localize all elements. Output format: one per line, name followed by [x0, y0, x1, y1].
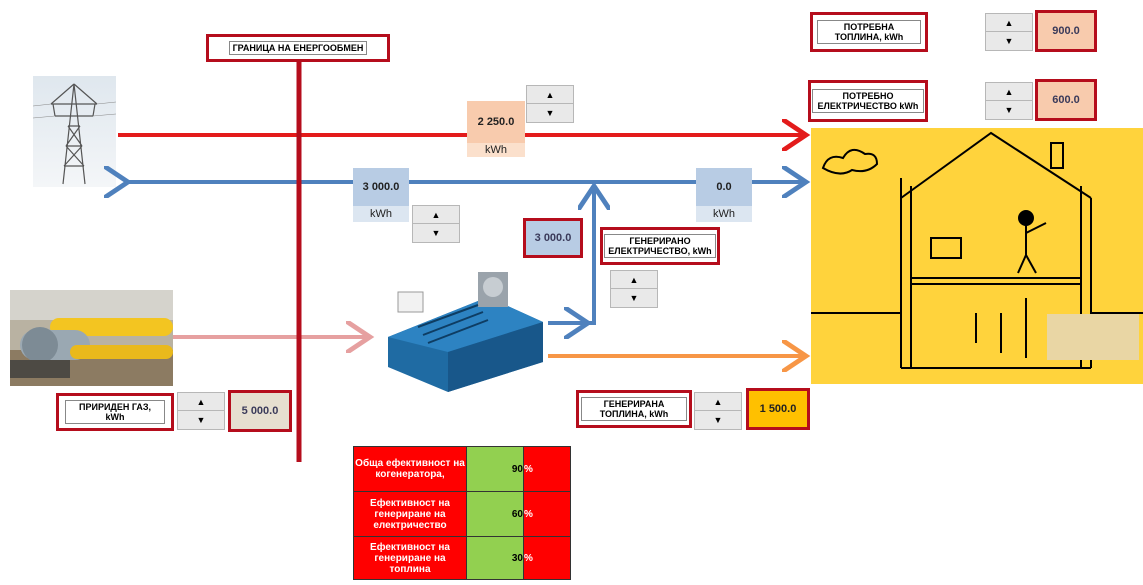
exchange-boundary-label: ГРАНИЦА НА ЕНЕРГООБМЕН: [206, 34, 390, 62]
efficiency-label: Обща ефективност на когенератора,: [353, 446, 467, 492]
grid-supply-unit: kWh: [467, 143, 525, 157]
gas-pipeline-image: [10, 290, 173, 386]
natural-gas-spinner[interactable]: ▲ ▼: [177, 392, 225, 430]
electricity-required-value[interactable]: 600.0: [1035, 79, 1097, 121]
spinner-up-icon[interactable]: ▲: [178, 393, 224, 411]
generated-electricity-text: ГЕНЕРИРАНО ЕЛЕКТРИЧЕСТВО, kWh: [604, 234, 716, 258]
efficiency-unit: %: [523, 536, 571, 580]
generated-electricity-value[interactable]: 3 000.0: [523, 218, 583, 258]
grid-export-spinner[interactable]: ▲ ▼: [412, 205, 460, 243]
efficiency-table: Обща ефективност на когенератора, 90 % Е…: [353, 446, 571, 580]
generated-heat-text: ГЕНЕРИРАНА ТОПЛИНА, kWh: [581, 397, 687, 421]
heat-required-spinner[interactable]: ▲ ▼: [985, 13, 1033, 51]
generated-heat-spinner[interactable]: ▲ ▼: [694, 392, 742, 430]
spinner-up-icon[interactable]: ▲: [986, 83, 1032, 101]
spinner-up-icon[interactable]: ▲: [986, 14, 1032, 32]
efficiency-unit: %: [523, 491, 571, 537]
heat-required-text: ПОТРЕБНА ТОПЛИНА, kWh: [817, 20, 921, 44]
spinner-up-icon[interactable]: ▲: [527, 86, 573, 104]
efficiency-unit: %: [523, 446, 571, 492]
spinner-down-icon[interactable]: ▼: [431, 228, 441, 238]
spinner-down-icon[interactable]: ▼: [1004, 105, 1014, 115]
heat-required-label: ПОТРЕБНА ТОПЛИНА, kWh: [810, 12, 928, 52]
house-diagram-image: [811, 128, 1143, 384]
table-row: Ефективност на генериране на електричест…: [353, 491, 571, 537]
natural-gas-text: ПРИРИДЕН ГАЗ, kWh: [65, 400, 165, 424]
efficiency-value[interactable]: 90: [466, 446, 524, 492]
spinner-down-icon[interactable]: ▼: [713, 415, 723, 425]
spinner-up-icon[interactable]: ▲: [413, 206, 459, 224]
grid-export-unit: kWh: [353, 206, 409, 222]
generated-heat-label: ГЕНЕРИРАНА ТОПЛИНА, kWh: [576, 390, 692, 428]
grid-supply-value: 2 250.0: [467, 101, 525, 143]
generated-electricity-label: ГЕНЕРИРАНО ЕЛЕКТРИЧЕСТВО, kWh: [600, 227, 720, 265]
table-row: Ефективност на генериране на топлина 30 …: [353, 536, 571, 580]
spinner-down-icon[interactable]: ▼: [1004, 36, 1014, 46]
natural-gas-value[interactable]: 5 000.0: [228, 390, 292, 432]
grid-export-value: 3 000.0: [353, 168, 409, 206]
power-pylon-image: [33, 76, 116, 187]
generated-electricity-spinner[interactable]: ▲ ▼: [610, 270, 658, 308]
house-electricity-value: 0.0: [696, 168, 752, 206]
spinner-down-icon[interactable]: ▼: [196, 415, 206, 425]
efficiency-value[interactable]: 60: [466, 491, 524, 537]
spinner-up-icon[interactable]: ▲: [611, 271, 657, 289]
house-electricity-unit: kWh: [696, 206, 752, 222]
electricity-required-label: ПОТРЕБНО ЕЛЕКТРИЧЕСТВО kWh: [808, 80, 928, 122]
natural-gas-label: ПРИРИДЕН ГАЗ, kWh: [56, 393, 174, 431]
generated-heat-value[interactable]: 1 500.0: [746, 388, 810, 430]
efficiency-label: Ефективност на генериране на електричест…: [353, 491, 467, 537]
spinner-down-icon[interactable]: ▼: [545, 108, 555, 118]
spinner-down-icon[interactable]: ▼: [629, 293, 639, 303]
electricity-required-text: ПОТРЕБНО ЕЛЕКТРИЧЕСТВО kWh: [812, 89, 924, 113]
heat-required-value[interactable]: 900.0: [1035, 10, 1097, 52]
table-row: Обща ефективност на когенератора, 90 %: [353, 446, 571, 492]
efficiency-value[interactable]: 30: [466, 536, 524, 580]
spinner-up-icon[interactable]: ▲: [695, 393, 741, 411]
grid-supply-spinner[interactable]: ▲ ▼: [526, 85, 574, 123]
electricity-required-spinner[interactable]: ▲ ▼: [985, 82, 1033, 120]
exchange-boundary-text: ГРАНИЦА НА ЕНЕРГООБМЕН: [228, 41, 368, 55]
generator-image: [388, 272, 543, 392]
efficiency-label: Ефективност на генериране на топлина: [353, 536, 467, 580]
